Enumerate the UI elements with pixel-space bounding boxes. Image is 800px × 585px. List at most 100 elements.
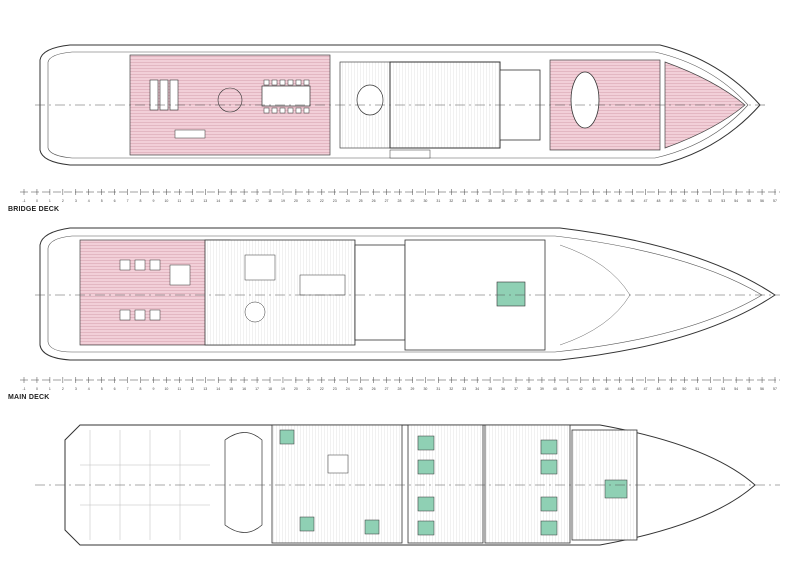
dining-table: [261, 79, 311, 114]
frame-number-label: 23: [333, 199, 337, 203]
frame-number-label: 26: [372, 199, 376, 203]
frame-number-label: 47: [644, 199, 648, 203]
frame-number-label: 33: [462, 199, 466, 203]
frame-number-label: 13: [203, 199, 207, 203]
frame-number-label: 1: [49, 387, 51, 391]
frame-number-label: 20: [294, 199, 298, 203]
owner-bed: [496, 281, 526, 307]
frame-number-label: 57: [773, 199, 777, 203]
main-deck-plan: [35, 227, 780, 361]
frame-number-label: 40: [553, 387, 557, 391]
frame-number-label: 8: [140, 199, 142, 203]
frame-number-label: 36: [501, 387, 505, 391]
frame-number-label: 35: [488, 199, 492, 203]
main-deck-label: MAIN DECK: [8, 394, 50, 401]
frame-number-label: 15: [229, 387, 233, 391]
frame-number-label: 53: [721, 387, 725, 391]
frame-number-label: 24: [346, 387, 350, 391]
frame-number-label: 10: [164, 387, 168, 391]
frame-number-label: 2: [62, 387, 64, 391]
frame-number-label: 4: [88, 387, 90, 391]
frame-number-label: 2: [62, 199, 64, 203]
frame-number-label: 57: [773, 387, 777, 391]
frame-number-label: 44: [605, 387, 609, 391]
frame-number-label: 9: [153, 387, 155, 391]
frame-number-label: 27: [385, 199, 389, 203]
fwd-jacuzzi: [570, 71, 600, 129]
frame-number-label: 3: [75, 387, 77, 391]
frame-number-label: 38: [527, 199, 531, 203]
frame-number-label: 25: [359, 199, 363, 203]
frame-number-label: -1: [22, 199, 25, 203]
frame-number-label: 52: [708, 387, 712, 391]
tender: [224, 432, 263, 533]
frame-number-label: 13: [203, 387, 207, 391]
frame-number-label: 31: [436, 199, 440, 203]
frame-number-label: 6: [114, 387, 116, 391]
frame-number-label: 14: [216, 387, 220, 391]
frame-number-label: 46: [631, 387, 635, 391]
frame-number-label: 19: [281, 387, 285, 391]
frame-number-label: 34: [475, 387, 479, 391]
frame-number-label: 24: [346, 199, 350, 203]
frame-number-label: 36: [501, 199, 505, 203]
bridge-deck-plan: [35, 44, 765, 166]
frame-number-label: 35: [488, 387, 492, 391]
frame-number-label: 33: [462, 387, 466, 391]
sunpad: [149, 79, 179, 111]
frame-number-label: 0: [36, 199, 38, 203]
frame-number-label: 18: [268, 199, 272, 203]
frame-number-label: 22: [320, 387, 324, 391]
frame-number-label: -1: [22, 387, 25, 391]
frame-number-label: 41: [566, 387, 570, 391]
frame-number-label: 16: [242, 387, 246, 391]
frame-number-label: 31: [436, 387, 440, 391]
frame-number-label: 51: [695, 387, 699, 391]
frame-number-label: 10: [164, 199, 168, 203]
frame-number-label: 32: [449, 387, 453, 391]
frame-number-label: 29: [410, 387, 414, 391]
frame-number-label: 50: [682, 387, 686, 391]
frame-number-label: 14: [216, 199, 220, 203]
frame-number-label: 30: [423, 387, 427, 391]
frame-number-label: 12: [190, 387, 194, 391]
frame-number-label: 50: [682, 199, 686, 203]
frame-number-label: 37: [514, 199, 518, 203]
frame-number-label: 7: [127, 199, 129, 203]
frame-number-label: 22: [320, 199, 324, 203]
frame-number-label: 5: [101, 387, 103, 391]
frame-number-label: 45: [618, 199, 622, 203]
frame-number-label: 30: [423, 199, 427, 203]
frame-number-label: 34: [475, 199, 479, 203]
frame-number-label: 11: [178, 199, 182, 203]
frame-number-label: 20: [294, 387, 298, 391]
frame-number-label: 17: [255, 199, 259, 203]
frame-number-label: 42: [579, 199, 583, 203]
frame-number-label: 55: [747, 199, 751, 203]
frame-number-label: 47: [644, 387, 648, 391]
frame-number-label: 27: [385, 387, 389, 391]
lower-deck-plan: [35, 424, 780, 546]
frame-number-label: 39: [540, 387, 544, 391]
frame-number-label: 26: [372, 387, 376, 391]
frame-number-label: 29: [410, 199, 414, 203]
frame-number-label: 28: [398, 387, 402, 391]
frame-number-label: 4: [88, 199, 90, 203]
frame-number-label: 19: [281, 199, 285, 203]
frame-number-label: 17: [255, 387, 259, 391]
frame-number-label: 51: [695, 199, 699, 203]
frame-number-label: 21: [307, 387, 311, 391]
round-table: [356, 84, 384, 116]
frame-number-label: 49: [669, 387, 673, 391]
frame-number-label: 54: [734, 199, 738, 203]
frame-number-label: 53: [721, 199, 725, 203]
frame-number-label: 48: [657, 199, 661, 203]
frame-number-label: 41: [566, 199, 570, 203]
frame-number-label: 42: [579, 387, 583, 391]
frame-number-label: 18: [268, 387, 272, 391]
frame-number-label: 45: [618, 387, 622, 391]
frame-number-label: 7: [127, 387, 129, 391]
frame-number-label: 12: [190, 199, 194, 203]
